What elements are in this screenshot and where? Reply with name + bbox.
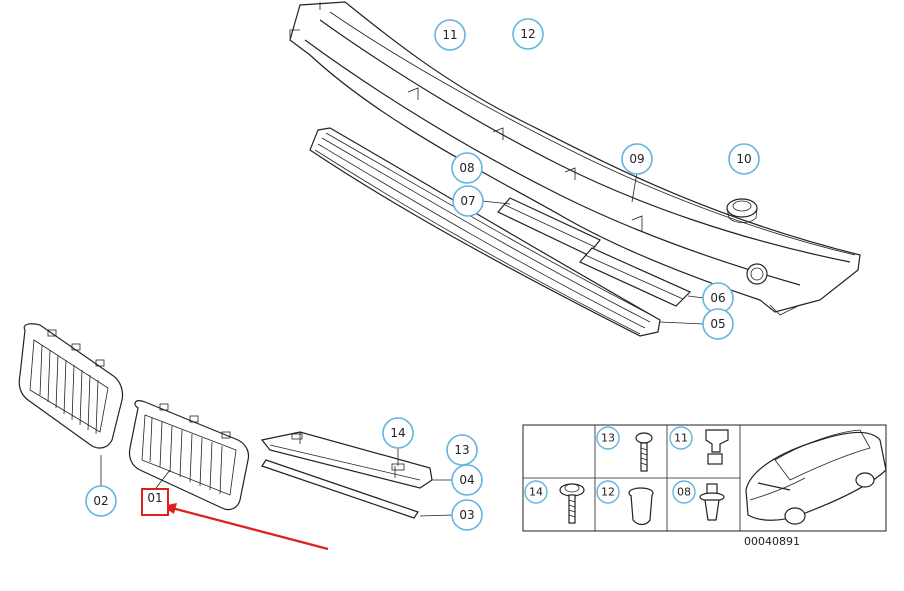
clip-nut-icon	[705, 429, 729, 465]
right-kidney-grille-drawing	[128, 400, 250, 511]
svg-text:11: 11	[442, 28, 457, 42]
svg-text:08: 08	[677, 486, 691, 499]
filter-grids-drawing	[497, 197, 692, 307]
svg-text:03: 03	[459, 508, 474, 522]
svg-text:02: 02	[93, 494, 108, 508]
car-location-icon	[745, 429, 887, 525]
callout-07[interactable]: 07	[452, 185, 484, 217]
grille-strip-drawing	[309, 127, 661, 337]
callout-11[interactable]: 11	[434, 19, 466, 51]
screw-icon	[635, 432, 653, 472]
callout-01-highlighted[interactable]: 01	[141, 488, 169, 516]
fastener-table: 13 11 14	[522, 424, 887, 532]
callout-06[interactable]: 06	[702, 282, 734, 314]
diagram-code: 00040891	[744, 535, 800, 548]
svg-text:12: 12	[601, 486, 615, 499]
leader-lines	[100, 171, 705, 517]
callout-08[interactable]: 08	[451, 152, 483, 184]
svg-text:14: 14	[529, 486, 543, 499]
svg-text:09: 09	[629, 152, 644, 166]
table-cell-14[interactable]: 14	[524, 480, 585, 524]
svg-text:10: 10	[736, 152, 751, 166]
table-cell-08[interactable]: 08	[672, 480, 725, 521]
svg-text:08: 08	[459, 161, 474, 175]
washer-screw-icon	[559, 483, 585, 524]
callouts: 11 12 08 09 10 07 06 05	[85, 18, 760, 531]
svg-text:13: 13	[601, 432, 615, 445]
cowl-panel-drawing	[289, 1, 861, 316]
svg-text:06: 06	[710, 291, 725, 305]
svg-text:11: 11	[674, 432, 688, 445]
seal-strip-drawing	[261, 459, 419, 519]
svg-text:12: 12	[520, 27, 535, 41]
grommet-nut-icon	[628, 487, 654, 526]
callout-04[interactable]: 04	[451, 464, 483, 496]
callout-02[interactable]: 02	[85, 485, 117, 517]
callout-14[interactable]: 14	[382, 417, 414, 449]
table-cell-12[interactable]: 12	[596, 480, 654, 526]
callout-03[interactable]: 03	[451, 499, 483, 531]
svg-text:13: 13	[454, 443, 469, 457]
table-cell-13[interactable]: 13	[596, 426, 653, 472]
svg-text:04: 04	[459, 473, 474, 487]
table-cell-11[interactable]: 11	[669, 426, 729, 465]
svg-text:01: 01	[147, 491, 162, 505]
callout-12[interactable]: 12	[512, 18, 544, 50]
highlight-arrow	[162, 503, 329, 551]
svg-text:05: 05	[710, 317, 725, 331]
left-kidney-grille-drawing	[18, 323, 124, 449]
callout-05[interactable]: 05	[702, 308, 734, 340]
callout-13[interactable]: 13	[446, 434, 478, 466]
callout-10[interactable]: 10	[728, 143, 760, 175]
grommet-drawing	[726, 198, 758, 223]
callout-09[interactable]: 09	[621, 143, 653, 175]
svg-text:14: 14	[390, 426, 405, 440]
push-clip-icon	[699, 483, 725, 521]
svg-text:07: 07	[460, 194, 475, 208]
